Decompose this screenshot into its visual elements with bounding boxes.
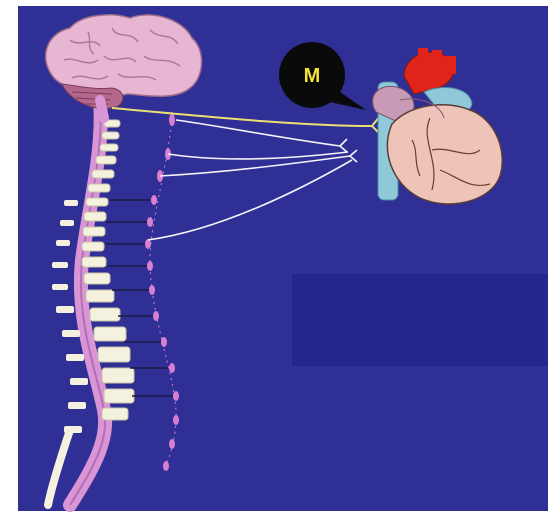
spine-icon — [48, 100, 176, 505]
bubble-label: M — [304, 65, 321, 87]
speech-bubble-icon: M — [279, 42, 366, 110]
heart-icon — [373, 48, 503, 204]
brain-icon — [46, 15, 202, 118]
ganglion-chain — [145, 114, 179, 471]
